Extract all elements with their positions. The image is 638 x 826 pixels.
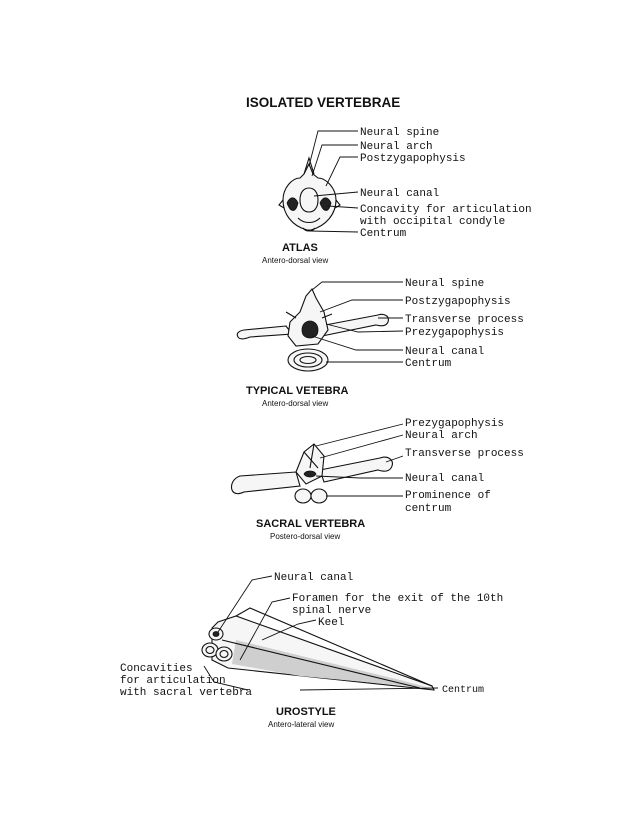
sacral-title: SACRAL VERTEBRA bbox=[256, 518, 365, 530]
typical-view-caption: Antero-dorsal view bbox=[262, 399, 328, 408]
urostyle-label-concavities-line2: for articulation bbox=[120, 675, 226, 687]
atlas-view-caption: Antero-dorsal view bbox=[262, 256, 328, 265]
typical-vertebra-figure: Neural spine Postzygapophysis Transverse… bbox=[236, 278, 524, 408]
atlas-label-concavity-line2: with occipital condyle bbox=[360, 216, 505, 228]
urostyle-drawing bbox=[201, 607, 435, 691]
sacral-label-prominence-line1: Prominence of bbox=[405, 490, 491, 502]
atlas-label-postzygapophysis: Postzygapophysis bbox=[360, 153, 466, 165]
sacral-vertebra-figure: Prezygapophysis Neural arch Transverse p… bbox=[230, 418, 524, 541]
atlas-label-centrum: Centrum bbox=[360, 228, 407, 240]
atlas-figure: Neural spine Neural arch Postzygapophysi… bbox=[262, 127, 532, 265]
sacral-label-prominence-line2: centrum bbox=[405, 503, 452, 515]
atlas-label-neural-arch: Neural arch bbox=[360, 141, 433, 153]
urostyle-label-keel: Keel bbox=[318, 617, 344, 629]
urostyle-label-centrum: Centrum bbox=[442, 685, 484, 696]
urostyle-view-caption: Antero-lateral view bbox=[268, 720, 334, 729]
atlas-label-concavity-line1: Concavity for articulation bbox=[360, 204, 532, 216]
urostyle-label-neural-canal: Neural canal bbox=[274, 572, 353, 584]
typical-vertebra-drawing bbox=[236, 287, 389, 372]
urostyle-title: UROSTYLE bbox=[276, 706, 336, 718]
sacral-vertebra-drawing bbox=[230, 443, 393, 504]
typical-label-centrum: Centrum bbox=[405, 358, 452, 370]
atlas-label-neural-spine: Neural spine bbox=[360, 127, 439, 139]
sacral-label-neural-arch: Neural arch bbox=[405, 430, 478, 442]
page-title: ISOLATED VERTEBRAE bbox=[246, 95, 400, 110]
sacral-view-caption: Postero-dorsal view bbox=[270, 532, 340, 541]
sacral-label-prezygapophysis: Prezygapophysis bbox=[405, 418, 504, 430]
atlas-title: ATLAS bbox=[282, 242, 318, 254]
typical-label-transverse-process: Transverse process bbox=[405, 314, 524, 326]
urostyle-figure: Neural canal Foramen for the exit of the… bbox=[120, 572, 503, 729]
urostyle-label-concavities-line1: Concavities bbox=[120, 663, 193, 675]
typical-label-postzygapophysis: Postzygapophysis bbox=[405, 296, 511, 308]
atlas-drawing bbox=[278, 156, 341, 232]
typical-label-prezygapophysis: Prezygapophysis bbox=[405, 327, 504, 339]
urostyle-label-foramen-line1: Foramen for the exit of the 10th bbox=[292, 593, 503, 605]
urostyle-label-concavities-line3: with sacral vertebra bbox=[120, 687, 252, 699]
atlas-label-neural-canal: Neural canal bbox=[360, 188, 439, 200]
sacral-label-neural-canal: Neural canal bbox=[405, 473, 484, 485]
urostyle-label-foramen-line2: spinal nerve bbox=[292, 605, 371, 617]
typical-label-neural-spine: Neural spine bbox=[405, 278, 484, 290]
typical-title: TYPICAL VETEBRA bbox=[246, 385, 349, 397]
typical-label-neural-canal: Neural canal bbox=[405, 346, 484, 358]
sacral-label-transverse-process: Transverse process bbox=[405, 448, 524, 460]
